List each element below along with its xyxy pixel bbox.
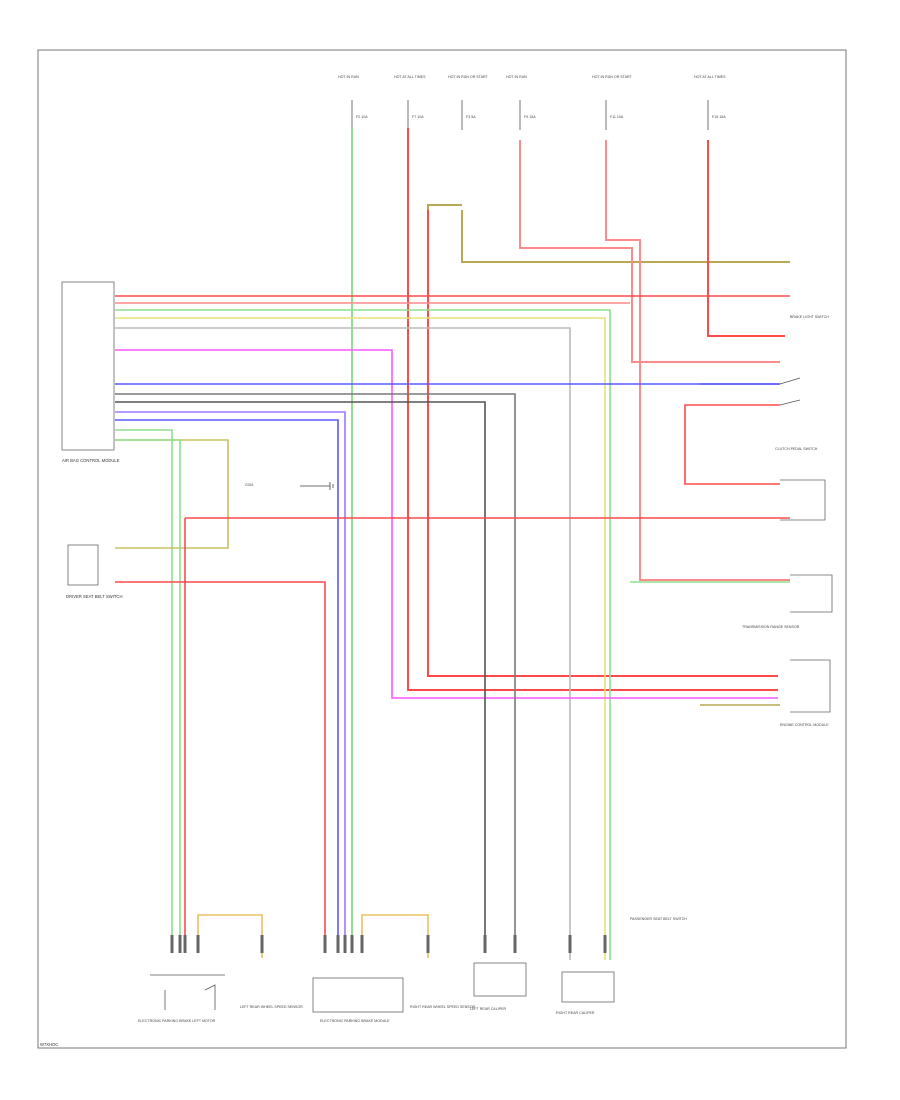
left-motor: ELECTRONIC PARKING BRAKE LEFT MOTOR [138,974,225,1023]
connector-pin [183,935,187,953]
wire-dark-1 [115,401,486,935]
page-code: W7XHOC [40,1042,58,1047]
connector-pin [568,935,572,953]
brake-switch-label: BRAKE LIGHT SWITCH [790,315,829,319]
ebp-module-label: ELECTRONIC PARKING BRAKE MODULE [320,1019,390,1023]
connector-pin [426,935,430,953]
wire-green-3 [115,439,181,935]
fuse-label: HOT IN RUN OR START [448,75,489,79]
trans-sensor-label: TRANSMISSION RANGE SENSOR [742,625,800,629]
wire-olive-b [427,204,462,210]
fuse-rating: F7 10A [412,115,424,119]
seat-belt-switch-box [67,544,99,586]
left-motor-label: ELECTRONIC PARKING BRAKE LEFT MOTOR [138,1019,216,1023]
left-caliper: LEFT REAR CALIPER [470,962,527,1011]
fuse-rating: F2 10A [356,115,368,119]
fuse-5: HOT IN RUN OR START F11 10A [592,75,633,130]
transmission-range-sensor: TRANSMISSION RANGE SENSOR [742,574,833,629]
fuse-label: HOT AT ALL TIMES [694,75,726,79]
left-caliper-label: LEFT REAR CALIPER [470,1007,506,1011]
connector-ticks [170,935,607,953]
fuse-1: HOT IN RUN F2 10A [338,75,368,130]
gnd-label: G301 [245,483,254,487]
fuse-rating: F15 15A [712,115,726,119]
fuse-label: HOT IN RUN [506,75,527,79]
wire-red-loop [684,404,780,485]
ebp-module: ELECTRONIC PARKING BRAKE MODULE [312,977,404,1023]
ecm-label: ENGINE CONTROL MODULE [780,723,829,727]
connector-pin [483,935,487,953]
connector-pin [513,935,517,953]
actuator-right-label: RIGHT REAR WHEEL SPEED SENSOR [410,1005,476,1009]
wire-green-1 [115,309,611,960]
fuse-label: HOT IN RUN [338,75,359,79]
module-wires [115,295,790,960]
connector-pin [260,935,264,953]
fuse-rating: F9 15A [524,115,536,119]
wire-red-secondary [427,210,778,677]
wire-green-2 [115,429,173,935]
fuse-4: HOT IN RUN F9 15A [506,75,536,130]
fuse-label: HOT IN RUN OR START [592,75,633,79]
fuse-rating: F3 5A [466,115,476,119]
wire-gray-1 [115,327,571,960]
wire-red-main [407,128,778,691]
actuator-left-label: LEFT REAR WHEEL SPEED SENSOR [240,1005,303,1009]
left-rear-wheel-speed-sensor: LEFT REAR WHEEL SPEED SENSOR [240,1005,303,1009]
connector-pin [603,935,607,953]
connector-pin [196,935,200,953]
seat-belt-switch-label: DRIVER SEAT BELT SWITCH [66,594,122,599]
wire-pink-b [605,140,790,581]
wire-purple-1 [115,411,346,935]
wire-pink-a [519,140,780,363]
fuse-rating: F11 10A [610,115,624,119]
connector-pin [178,935,182,953]
connector-pin [343,935,347,953]
fuse-6: HOT AT ALL TIMES F15 15A [694,75,726,130]
wire-olive-a [461,210,790,263]
connector-pin [336,935,340,953]
fuse-2: HOT AT ALL TIMES F7 10A [394,75,426,130]
engine-control-module: ENGINE CONTROL MODULE [780,659,831,727]
wire-red-4 [115,581,326,935]
airbag-module-box [61,281,115,451]
wire-yellow-short-2 [361,914,429,958]
fuse-wires [351,128,790,935]
clutch-switch-label: CLUTCH PEDAL SWITCH [775,447,818,451]
wire-yellow-short [197,914,263,958]
airbag-module-label: AIR BAG CONTROL MODULE [62,458,120,463]
right-caliper-label: RIGHT REAR CALIPER [556,1011,595,1015]
connector-pin [360,935,364,953]
wire-yellow-1 [115,317,606,960]
clutch-switch: CLUTCH PEDAL SWITCH [775,399,826,521]
passenger-seat-belt-switch: PASSENGER SEAT BELT SWITCH [630,917,687,921]
right-rear-wheel-speed-sensor: RIGHT REAR WHEEL SPEED SENSOR [410,1005,476,1009]
wire-magenta-1 [115,349,778,699]
connector-pin [323,935,327,953]
diagram-frame [37,49,847,1049]
brake-light-switch: BRAKE LIGHT SWITCH [779,315,829,385]
pass-sensor-label: PASSENGER SEAT BELT SWITCH [630,917,687,921]
fuse-label: HOT AT ALL TIMES [394,75,426,79]
fuse-3: HOT IN RUN OR START F3 5A [448,75,489,130]
connector-pin [170,935,174,953]
wire-red-right [707,140,785,337]
right-caliper: RIGHT REAR CALIPER [556,971,615,1015]
connector-pin [350,935,354,953]
wire-blue-2 [115,419,339,935]
ground-symbol-module: G301 [245,482,334,490]
wire-gray-2 [115,393,516,935]
